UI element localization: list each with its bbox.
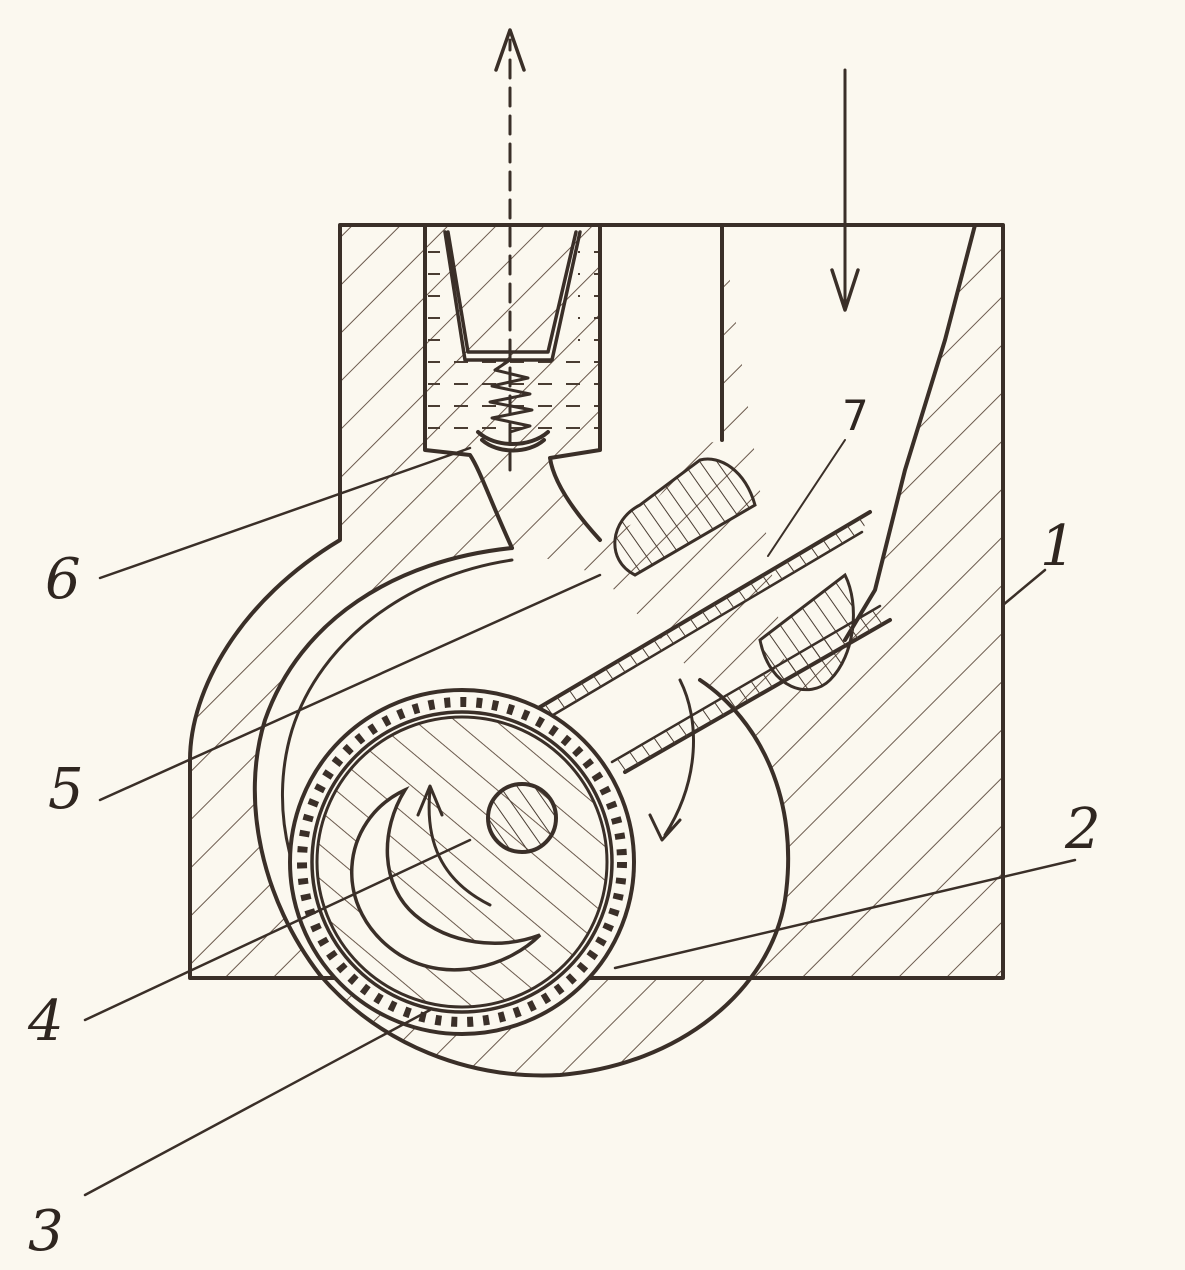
- inlet-arrow-icon: [830, 268, 860, 312]
- leader-2: [613, 858, 1077, 970]
- valve-liquid-left: [428, 235, 448, 360]
- rotation-arrow-icon: [416, 784, 492, 907]
- housing-hatched-body: [190, 225, 1003, 1076]
- outlet-arrow-icon: [494, 28, 526, 72]
- leader-3: [83, 1008, 432, 1197]
- callout-2: 2: [1064, 797, 1101, 862]
- inlet-arrow: [830, 68, 860, 312]
- rotor-assembly: [288, 688, 636, 1036]
- rotor-inner-ring: [310, 710, 614, 1014]
- leader-lines: [83, 439, 1077, 1197]
- leader-4: [83, 838, 472, 1022]
- callout-7: 7: [842, 391, 869, 440]
- pump-chamber-outline: [252, 546, 791, 1078]
- valve-liquid-right: [578, 235, 598, 360]
- callout-3: 3: [28, 1199, 64, 1264]
- outlet-valve: [423, 28, 602, 550]
- nozzle-bushing: [613, 457, 757, 577]
- valve-disc: [476, 430, 550, 453]
- callout-5: 5: [48, 757, 84, 822]
- inlet-channel-outline: [720, 223, 977, 642]
- rotor-crescent: [350, 785, 542, 972]
- leader-1: [1001, 568, 1047, 607]
- suction-nozzle: [533, 457, 892, 842]
- callout-4: 4: [27, 989, 64, 1054]
- rotor-perforated-band: [297, 697, 627, 1027]
- valve-cavity-outline: [423, 223, 602, 550]
- nozzle-flow-arrow-icon: [648, 678, 696, 842]
- callout-1: 1: [1040, 514, 1076, 579]
- callout-labels: 1 2 3 4 5 6 7: [27, 391, 1101, 1264]
- rotor-shaft: [486, 782, 558, 854]
- leader-6: [98, 446, 472, 580]
- nozzle-liner-hatch: [535, 512, 890, 772]
- leader-5: [98, 573, 602, 802]
- callout-6: 6: [45, 547, 81, 612]
- leader-7: [767, 439, 846, 557]
